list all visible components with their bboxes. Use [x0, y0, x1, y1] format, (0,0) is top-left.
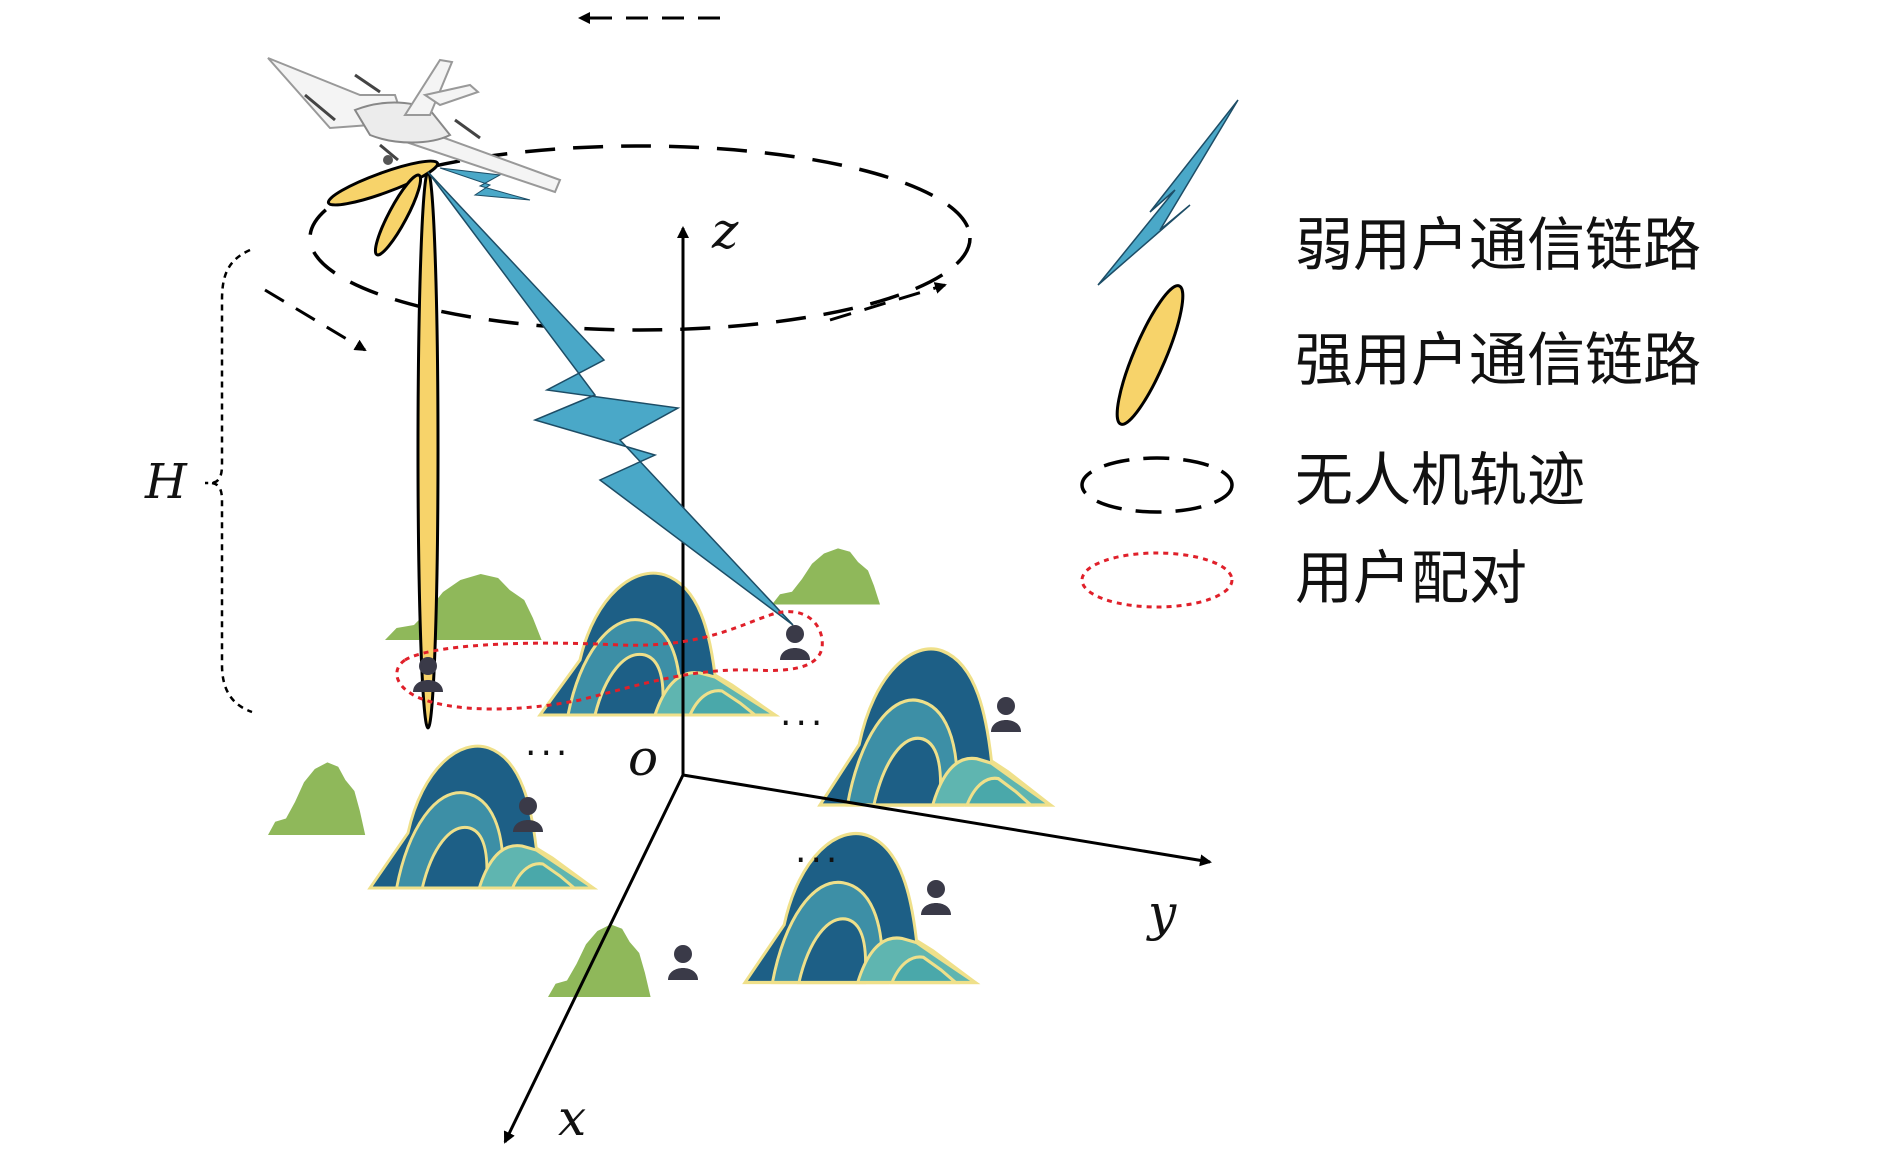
- legend-strong-link: 强用户通信链路: [1295, 326, 1701, 394]
- user-icon: [921, 880, 951, 915]
- uav-trajectory-legend-icon: [1080, 456, 1234, 514]
- strong-link-legend-icon: [1115, 284, 1185, 426]
- weak-link-beam: [427, 171, 794, 626]
- user-pairing: [395, 610, 824, 711]
- x-axis-label: x: [558, 1089, 586, 1147]
- legend-weak-link: 弱用户通信链路: [1295, 211, 1701, 279]
- ellipsis: ···: [780, 703, 826, 744]
- uav-aircraft: [267, 57, 562, 194]
- bush: [772, 548, 880, 605]
- bush: [548, 924, 651, 997]
- ellipsis: ···: [525, 733, 571, 774]
- uav-trajectory: [264, 12, 972, 352]
- y-axis-label: y: [1146, 884, 1177, 942]
- bush: [385, 574, 542, 640]
- user-pairing-legend-icon: [1080, 551, 1234, 609]
- legend-user-pairing: 用户配对: [1295, 544, 1527, 612]
- origin-label: o: [628, 729, 658, 787]
- y-axis: [682, 773, 1212, 867]
- weak-link-legend-icon: [1097, 99, 1239, 286]
- user-icon: [991, 697, 1021, 732]
- user-icon: [780, 625, 810, 660]
- strong-link-beam: [416, 170, 440, 730]
- x-axis: [503, 774, 685, 1144]
- trajectory-direction-arrow: [264, 288, 367, 352]
- z-axis-label: z: [711, 202, 739, 260]
- bush: [268, 762, 366, 835]
- coordinate-axes: z y x o: [503, 202, 1212, 1147]
- user-icon: [413, 657, 443, 692]
- legend-uav-trajectory: 无人机轨迹: [1295, 446, 1585, 514]
- height-brace: H: [144, 248, 253, 714]
- weak-link-lobe: [439, 167, 531, 201]
- legend: 弱用户通信链路 强用户通信链路 无人机轨迹 用户配对: [1080, 99, 1701, 612]
- strong-link-lobe: [326, 159, 440, 207]
- ellipsis: ···: [795, 840, 841, 881]
- strong-user-links: [326, 159, 440, 730]
- trajectory-direction-arrow: [829, 282, 947, 322]
- strong-link-lobe: [373, 173, 423, 257]
- height-label: H: [144, 454, 188, 510]
- user-icon: [668, 945, 698, 980]
